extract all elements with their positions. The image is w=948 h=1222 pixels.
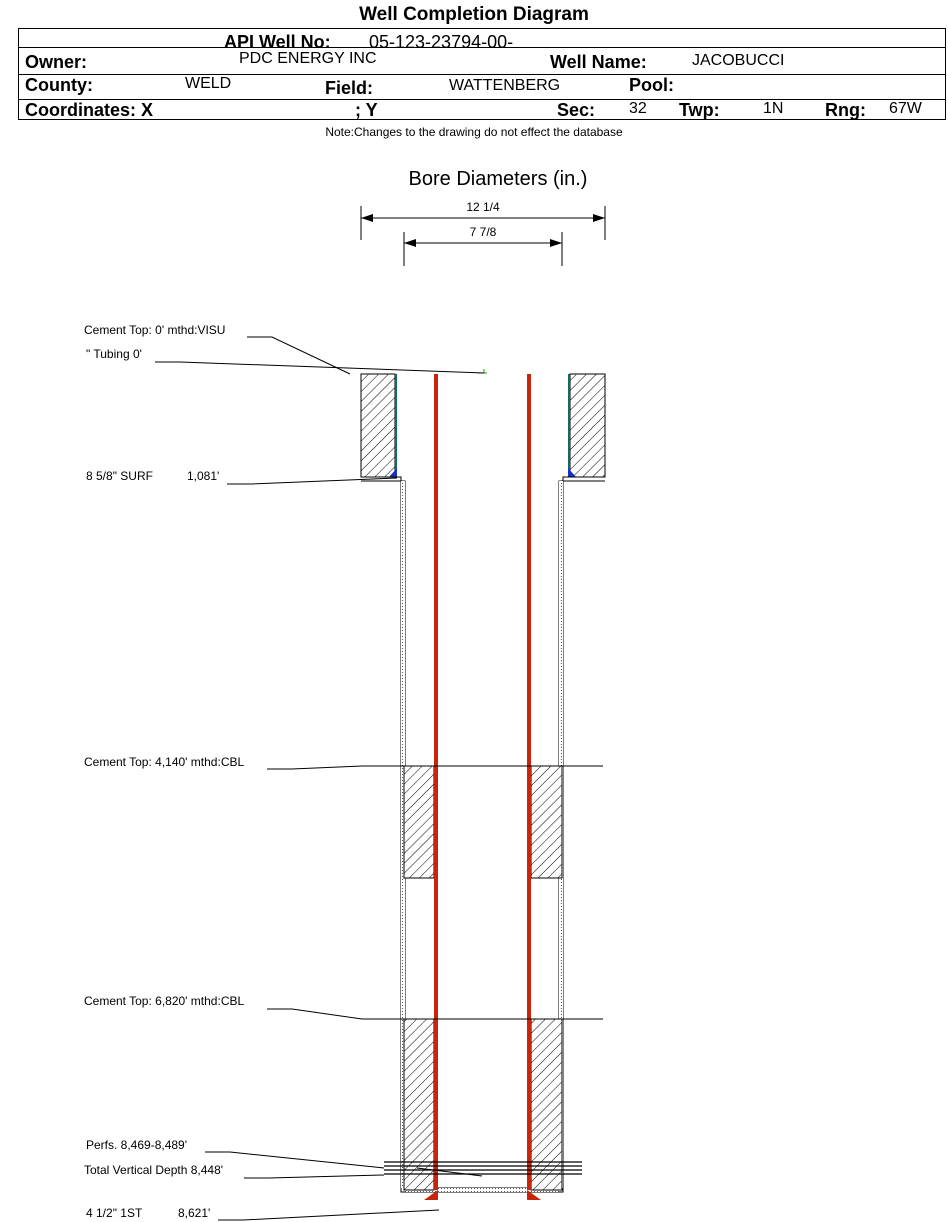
leader-perfs [205,1151,385,1169]
leader-tubing [155,361,485,374]
owner-value: PDC ENERGY INC [239,50,377,67]
coordinates-x-label: Coordinates: X [25,100,154,120]
open-hole-wall-left [401,481,405,1188]
well-name-value: JACOBUCCI [692,52,785,69]
production-casing-shoe-right [527,1190,541,1200]
open-hole-outline [361,476,605,1193]
surface-casing-depth: 1,081' [187,469,219,483]
production-casing-left [434,374,438,1190]
well-header-table: API Well No: 05-123-23794-00- Owner: PDC… [18,28,946,120]
cement-zone-2-left [403,1018,435,1191]
leader-lines [155,336,603,1221]
surface-casing-label: 8 5/8" SURF [86,469,153,483]
inner-bore-dimension [403,232,563,266]
bore-diameters-title: Bore Diameters (in.) [408,168,588,190]
production-casing-label: 4 1/2" 1ST [86,1206,143,1220]
twp-label: Twp: [679,100,720,120]
pool-label: Pool: [629,75,674,95]
cement-top-1-label: Cement Top: 0' mthd:VISU [84,323,225,337]
well-name-label: Well Name: [550,52,647,72]
api-well-value: 05-123-23794-00- [369,32,514,52]
field-label: Field: [325,78,373,98]
county-value: WELD [185,75,232,92]
database-note: Note:Changes to the drawing do not effec… [325,125,623,139]
sec-value: 32 [629,100,647,117]
tvd-label: Total Vertical Depth 8,448' [84,1163,223,1177]
header-row-divider [19,99,945,100]
leader-tvd-inner [416,1167,483,1177]
open-hole-bottom [405,1188,559,1192]
production-casing-right [527,374,531,1190]
cement-zone-1-left [403,765,435,879]
surface-casing-shoe-right [568,468,576,477]
leader-cement-top-3 [267,1008,603,1020]
inner-bore-label: 7 7/8 [470,225,497,239]
perfs-label: Perfs. 8,469-8,489' [86,1138,187,1152]
sec-label: Sec: [557,100,596,120]
production-casing-shoe-left [424,1190,438,1200]
tubing-label: " Tubing 0' [86,347,142,361]
open-hole-inner-outline [361,480,605,1189]
leader-surface-casing [227,477,398,485]
cement-top-2-label: Cement Top: 4,140' mthd:CBL [84,755,244,769]
rng-value: 67W [889,100,922,117]
twp-value: 1N [763,100,784,117]
surface-cement-right [569,373,606,478]
header-row-divider [19,74,945,75]
cement-zone-2-right [530,1018,563,1191]
coordinates-y-label: ; Y [355,100,378,120]
cement-zone-1-right [530,765,563,879]
county-label: County: [25,75,93,95]
outer-bore-label: 12 1/4 [466,200,500,214]
leader-production-casing [218,1209,440,1221]
perforations [384,1161,582,1175]
owner-label: Owner: [25,52,88,72]
surface-cement-left [360,373,396,478]
rng-label: Rng: [825,100,866,120]
leader-cement-top-1 [247,336,351,375]
leader-tvd [244,1174,385,1179]
header-row-divider [19,47,945,48]
cement-top-3-label: Cement Top: 6,820' mthd:CBL [84,994,244,1008]
production-casing-depth: 8,621' [178,1206,210,1220]
outer-bore-dimension [360,206,606,240]
surface-casing-shoe-left [389,468,397,477]
api-well-label: API Well No: [224,32,331,52]
diagram-title: Well Completion Diagram [359,4,589,25]
leader-cement-top-2 [267,765,603,770]
field-value: WATTENBERG [449,77,561,94]
